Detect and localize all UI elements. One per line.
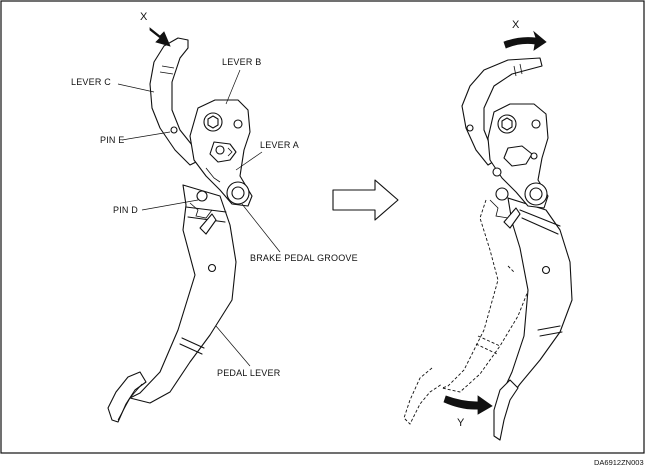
right-lever-a: [503, 145, 533, 167]
right-assembly: [403, 57, 573, 441]
label-lever-b: LEVER B: [222, 57, 261, 67]
label-pedal-lever: PEDAL LEVER: [217, 368, 281, 378]
right-label-y: Y: [457, 417, 465, 429]
right-pedal-lever: [499, 197, 573, 401]
left-assembly: [107, 37, 253, 423]
right-force-arrow-x: [503, 30, 547, 51]
label-lever-c: LEVER C: [71, 77, 111, 87]
left-label-x: X: [140, 11, 148, 23]
transition-arrow: [332, 179, 399, 221]
label-brake-pedal-groove: BRAKE PEDAL GROOVE: [250, 253, 358, 263]
left-force-arrow-x: [149, 27, 171, 47]
diagram-border: [0, 0, 645, 454]
right-label-x: X: [512, 19, 520, 31]
label-pin-d: PIN D: [113, 205, 138, 215]
right-motion-arrow-y: [443, 395, 493, 415]
figure-code: DA6912ZN003: [594, 458, 644, 467]
right-pedal-pad: [493, 379, 519, 441]
label-lever-a: LEVER A: [260, 140, 299, 150]
left-pedal-lever: [129, 184, 237, 404]
label-pin-e: PIN E: [100, 135, 125, 145]
